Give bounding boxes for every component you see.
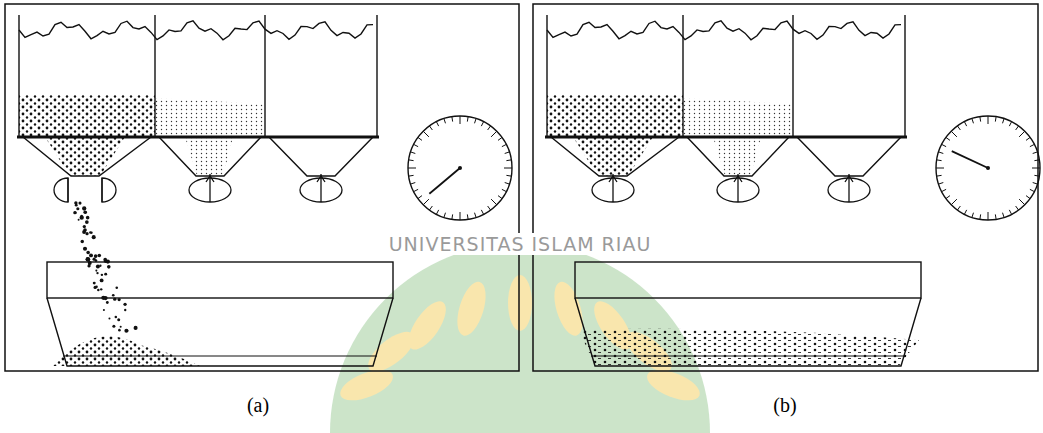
cold-bins [545,15,907,176]
scale-dial [936,116,1040,220]
falling-aggregate [126,330,128,332]
falling-aggregate [80,216,84,220]
falling-aggregate [90,232,92,234]
falling-aggregate [95,270,97,272]
bin-gate [592,174,634,202]
falling-aggregate [96,264,100,268]
falling-aggregate [88,264,91,267]
panel-frame [5,4,519,371]
falling-aggregate [104,273,107,276]
falling-aggregate [76,207,79,210]
falling-aggregate [120,326,122,328]
bin-gate [300,174,342,202]
falling-aggregate [86,257,90,261]
falling-aggregate [117,318,120,321]
falling-aggregate [92,235,96,239]
logo-petal [336,364,397,407]
panel-label: (a) [247,394,269,417]
falling-aggregate [103,309,105,311]
weigh-hopper [575,262,921,366]
falling-aggregate [100,278,104,282]
falling-aggregate [124,329,128,333]
falling-aggregate [86,251,90,255]
falling-aggregate [115,287,118,290]
bin-gate [717,174,759,202]
falling-aggregate [113,297,116,300]
falling-aggregate [89,253,93,257]
falling-aggregate [108,317,110,319]
falling-aggregate [115,316,118,319]
dial-needle [952,151,988,168]
falling-aggregate [74,201,77,204]
falling-aggregate [106,301,109,304]
falling-aggregate [82,230,86,234]
watermark-text: UNIVERSITAS ISLAM RIAU [385,233,656,255]
falling-aggregate [86,257,90,261]
falling-aggregate [88,265,91,268]
falling-aggregate [98,254,102,258]
falling-aggregate [112,325,115,328]
panel-frame [533,4,1038,371]
falling-aggregate [95,286,98,289]
falling-aggregate [78,219,80,221]
falling-aggregate [112,294,115,297]
falling-aggregate [83,225,86,228]
falling-aggregate [86,216,90,220]
falling-aggregate [94,254,98,258]
cold-bins [17,15,379,176]
falling-aggregate [123,303,126,306]
falling-aggregate [74,212,76,214]
falling-aggregate [100,288,102,290]
dial-needle [429,168,460,194]
bin-gate [189,174,231,202]
falling-aggregate [73,211,76,214]
panel-label: (b) [773,394,796,417]
falling-aggregate [81,240,84,243]
panel [533,4,1040,371]
logo-petal [452,278,491,339]
falling-aggregate [118,329,121,332]
falling-aggregate [85,220,89,224]
falling-aggregate [97,289,99,291]
falling-aggregate [103,296,107,300]
falling-aggregate [101,274,103,276]
falling-aggregate [82,206,86,210]
falling-aggregate [84,211,87,214]
logo-petal [643,364,704,407]
falling-aggregate [83,211,86,214]
logo-petal [402,296,453,356]
falling-aggregate [93,282,96,285]
falling-aggregate [78,202,81,205]
bin-gate [54,178,116,202]
falling-aggregate [80,215,83,218]
scale-dial [408,116,512,220]
falling-aggregate [124,309,126,311]
falling-aggregate [134,326,138,330]
logo-petal [508,275,532,331]
falling-aggregate [118,298,121,301]
falling-aggregate [107,265,111,269]
falling-aggregate [103,258,107,262]
panel [5,4,519,371]
falling-aggregate [83,247,87,251]
falling-aggregate [93,257,96,260]
falling-aggregate [96,272,98,274]
weigh-hopper [47,262,393,366]
bin-gate [828,174,870,202]
